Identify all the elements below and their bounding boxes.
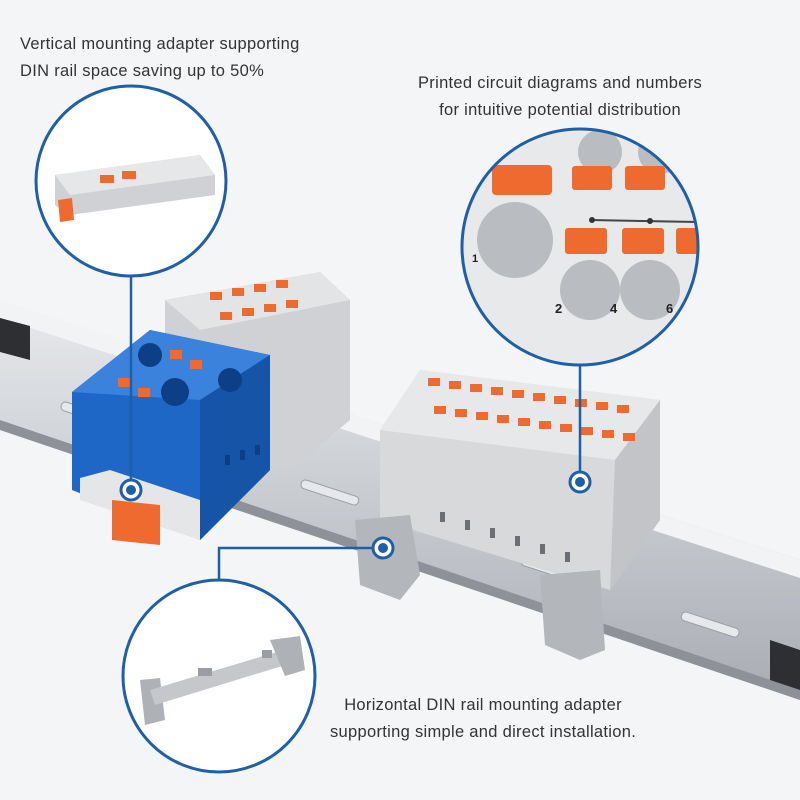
diagram-number-4: 4	[610, 301, 618, 316]
orange-lever	[497, 415, 509, 423]
blue-distribution-block	[72, 330, 270, 545]
printed-diagram-detail-circle: 1 2 4 6	[460, 127, 700, 367]
diagram-number-2: 2	[555, 301, 562, 316]
orange-lever	[533, 393, 545, 401]
caption-line: DIN rail space saving up to 50%	[20, 62, 265, 80]
callout-lines	[129, 276, 582, 580]
callout-dots	[119, 470, 592, 560]
caption-line: for intuitive potential distribution	[439, 101, 682, 119]
diagram-number-6: 6	[666, 301, 673, 316]
caption-line: Horizontal DIN rail mounting adapter	[344, 696, 622, 714]
horizontal-adapter-caption: Horizontal DIN rail mounting adapter sup…	[330, 692, 636, 746]
orange-lever	[476, 412, 488, 420]
horizontal-adapter-detail-circle	[121, 578, 317, 774]
orange-lever	[518, 418, 530, 426]
orange-lever	[581, 427, 593, 435]
vertical-adapter-detail-circle	[34, 84, 228, 278]
orange-lever	[434, 406, 446, 414]
diagram-number-1: 1	[472, 253, 478, 265]
caption-line: Vertical mounting adapter supporting	[20, 35, 300, 53]
orange-lever	[602, 430, 614, 438]
orange-lever	[554, 396, 566, 404]
orange-lever	[470, 384, 482, 392]
orange-lever	[560, 424, 572, 432]
grey-distribution-block-horizontal	[355, 370, 660, 660]
caption-line: supporting simple and direct installatio…	[330, 723, 637, 741]
printed-diagram-caption: Printed circuit diagrams and numbers for…	[418, 70, 702, 124]
orange-lever	[617, 405, 629, 413]
orange-lever	[491, 387, 503, 395]
orange-lever	[596, 402, 608, 410]
orange-lever	[455, 409, 467, 417]
orange-lever	[539, 421, 551, 429]
orange-lever	[512, 390, 524, 398]
vertical-adapter-caption: Vertical mounting adapter supporting DIN…	[20, 31, 300, 85]
caption-line: Printed circuit diagrams and numbers	[418, 74, 703, 92]
orange-lever	[449, 381, 461, 389]
orange-lever	[428, 378, 440, 386]
orange-lever	[623, 433, 635, 441]
